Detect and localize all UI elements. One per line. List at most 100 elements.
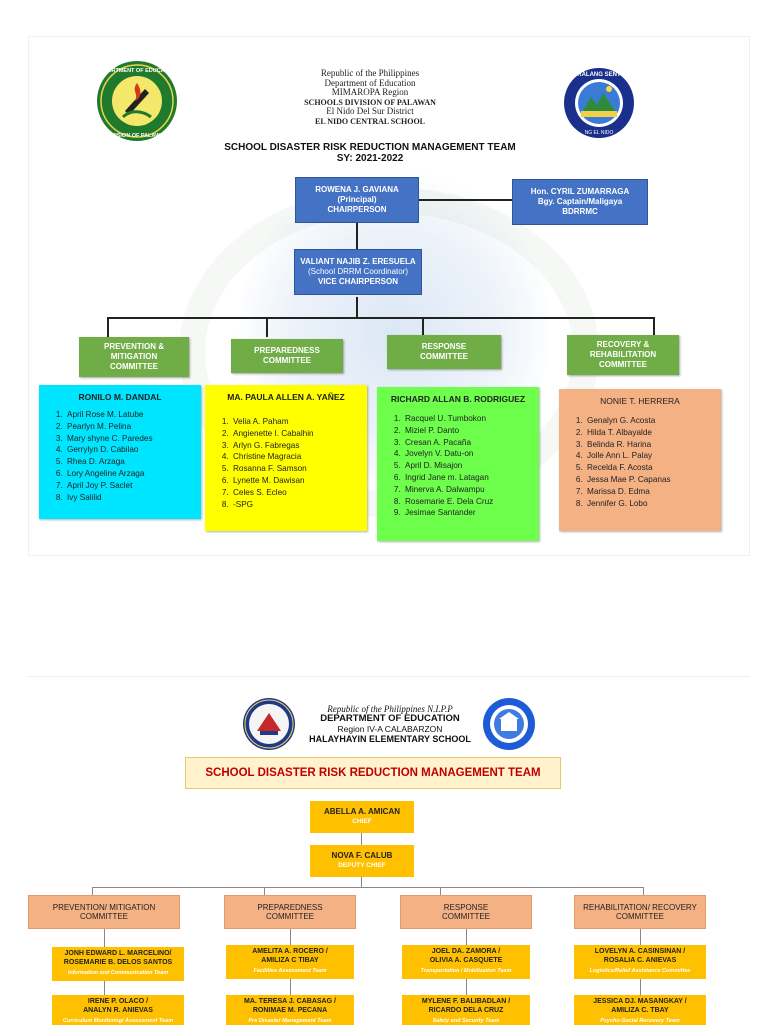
document-title: SCHOOL DISASTER RISK REDUCTION MANAGEMEN…	[205, 767, 541, 779]
chair-position: (Principal)	[337, 195, 377, 204]
connector-line	[92, 887, 93, 895]
list-item: Ingrid Jane m. Latagan	[403, 472, 539, 484]
deputy-box: NOVA F. CALUB DEPUTY CHIEF	[310, 845, 414, 877]
connector-line	[356, 297, 358, 317]
team-box: LOVELYN A. CASINSINAN / ROSALIA C. ANIEV…	[574, 945, 706, 979]
team-label: Curriculum Monitoring/ Assessment Team	[62, 1018, 174, 1024]
team-box: AMELITA A. ROCERO / AMILIZA C TIBAY Faci…	[226, 945, 354, 979]
committee-name-line: PREVENTION &	[103, 342, 164, 351]
team-label: Information and Communication Team	[67, 970, 169, 977]
deped-seal	[242, 697, 296, 751]
list-item: Jolle Ann L. Palay	[585, 450, 721, 462]
committee-name-line: RESPONSE	[421, 342, 467, 351]
chief-box: ABELLA A. AMICAN CHIEF	[310, 801, 414, 833]
svg-text:NG EL NIDO: NG EL NIDO	[585, 130, 614, 136]
list-item: Lynette M. Dawisan	[231, 475, 367, 487]
list-item: Velia A. Paham	[231, 416, 367, 428]
team-label: Psycho-Social Recovery Team	[600, 1018, 680, 1024]
deputy-role: DEPUTY CHIEF	[338, 862, 386, 869]
vice-chair-position: (School DRRM Coordinator)	[307, 267, 409, 276]
chief-role: CHIEF	[352, 818, 372, 825]
committee-name-line: COMMITTEE	[599, 360, 647, 369]
team-member-name: ANALYN R. ANIEVAS	[83, 1006, 153, 1014]
bdrrmc-name: Hon. CYRIL ZUMARRAGA	[530, 187, 630, 196]
team-box: JONH EDWARD L. MARCELINO/ ROSEMARIE B. D…	[52, 947, 184, 981]
title-banner: SCHOOL DISASTER RISK REDUCTION MANAGEMEN…	[185, 757, 561, 789]
chair-role: CHAIRPERSON	[327, 205, 387, 214]
connector-line	[361, 833, 362, 845]
list-item: Belinda R. Harina	[585, 439, 721, 451]
letterhead-line: SCHOOLS DIVISION OF PALAWAN	[304, 97, 436, 107]
team-member-name: IRENE P. OLACO /	[87, 998, 149, 1005]
list-item: Arlyn G. Fabregas	[231, 440, 367, 452]
list-item: Jesimae Santander	[403, 507, 539, 519]
committee-head: NONIE T. HERRERA	[600, 396, 680, 406]
team-member-name: RONIMAE M. PECANA	[252, 1006, 328, 1014]
vice-chairperson-box: VALIANT NAJIB Z. ERESUELA (School DRRM C…	[294, 249, 422, 295]
committee-name-line: RECOVERY &	[596, 340, 650, 349]
team-member-name: RICARDO DELA CRUZ	[428, 1006, 504, 1014]
svg-text:DEPARTMENT OF EDUCATION: DEPARTMENT OF EDUCATION	[97, 68, 178, 74]
member-list: April Rose M. Latube Pearlyn M. Pelina M…	[39, 409, 201, 503]
committee-name-line: RESPONSE	[443, 902, 489, 912]
svg-text:PAARALANG SENTRAL: PAARALANG SENTRAL	[565, 72, 633, 78]
list-item: -SPG	[231, 499, 367, 511]
list-item: Racquel U. Tumbokon	[403, 413, 539, 425]
letterhead-line: Republic of the Philippines	[320, 68, 420, 78]
committee-name-line: COMMITTEE	[266, 912, 314, 921]
team-member-name: JESSICA DJ. MASANGKAY /	[593, 998, 687, 1005]
committee-header-preparedness: PREPAREDNESS COMMITTEE	[224, 895, 356, 929]
vice-chair-name: VALIANT NAJIB Z. ERESUELA	[300, 257, 416, 266]
committee-name-line: PREPAREDNESS	[254, 346, 320, 355]
title-line: SCHOOL DISASTER RISK REDUCTION MANAGEMEN…	[224, 142, 516, 153]
team-member-name: OLIVIA A. CASQUETE	[429, 956, 503, 964]
team-label: Facilities Assessment Team	[253, 968, 327, 975]
letterhead-line: HALAYHAYIN ELEMENTARY SCHOOL	[309, 734, 471, 744]
team-member-name: MA. TERESA J. CABASAG /	[244, 998, 336, 1005]
school-seal	[482, 697, 536, 751]
committee-members-response: RICHARD ALLAN B. RODRIGUEZ Racquel U. Tu…	[377, 387, 539, 541]
list-item: Mary shyne C. Paredes	[65, 433, 201, 445]
chief-name: ABELLA A. AMICAN	[324, 806, 400, 816]
committee-head: RICHARD ALLAN B. RODRIGUEZ	[390, 394, 526, 404]
team-member-name: ROSALIA C. ANIEVAS	[603, 956, 677, 964]
team-box: JOEL DA. ZAMORA / OLIVIA A. CASQUETE Tra…	[402, 945, 530, 979]
bdrrmc-box: Hon. CYRIL ZUMARRAGA Bgy. Captain/Maliga…	[512, 179, 648, 225]
connector-line	[264, 887, 265, 895]
list-item: Rhea D. Arzaga	[65, 456, 201, 468]
connector-line	[466, 979, 467, 995]
document-page-halayhayin: Republic of the Philippines N.I.P.P DEPA…	[28, 676, 750, 1025]
list-item: Recelda F. Acosta	[585, 462, 721, 474]
member-list: Genalyn G. Acosta Hilda T. Albayalde Bel…	[559, 415, 721, 509]
chair-name: ROWENA J. GAVIANA	[315, 185, 399, 194]
connector-line	[290, 929, 291, 945]
team-box: MA. TERESA J. CABASAG / RONIMAE M. PECAN…	[226, 995, 354, 1025]
bdrrmc-role: BDRRMC	[562, 207, 598, 216]
connector-line	[107, 317, 109, 337]
letterhead-line: DEPARTMENT OF EDUCATION	[320, 713, 460, 724]
team-label: Transportation / Mobilization Team	[420, 968, 512, 975]
connector-line	[92, 887, 644, 888]
list-item: Minerva A. Dalwampu	[403, 484, 539, 496]
team-label: Pre Disaster Management Team	[248, 1018, 332, 1024]
list-item: Gerrylyn D. Cabilao	[65, 444, 201, 456]
list-item: Marissa D. Edma	[585, 486, 721, 498]
committee-name-line: COMMITTEE	[110, 362, 158, 371]
list-item: Hilda T. Albayalde	[585, 427, 721, 439]
list-item: Angienette I. Cabalhin	[231, 428, 367, 440]
committee-head: RONILO M. DANDAL	[78, 392, 162, 402]
committee-head: MA. PAULA ALLEN A. YAÑEZ	[227, 392, 345, 402]
committee-name-line: PREPAREDNESS	[257, 902, 323, 912]
letterhead-line: El Nido Del Sur District	[326, 106, 414, 117]
connector-line	[422, 317, 424, 335]
connector-line	[466, 929, 467, 945]
list-item: April Rose M. Latube	[65, 409, 201, 421]
connector-line	[104, 929, 105, 947]
team-box: JESSICA DJ. MASANGKAY / AMILIZA C. TBAY …	[574, 995, 706, 1025]
committee-header-preparedness: PREPAREDNESS COMMITTEE	[231, 339, 343, 373]
team-box: MYLENE F. BALIBADLAN / RICARDO DELA CRUZ…	[402, 995, 530, 1025]
document-page-el-nido: DEPARTMENT OF EDUCATION DIVISION OF PALA…	[28, 36, 750, 556]
connector-line	[640, 929, 641, 945]
connector-line	[440, 887, 441, 895]
committee-name-line: REHABILITATION/ RECOVERY	[583, 902, 697, 912]
